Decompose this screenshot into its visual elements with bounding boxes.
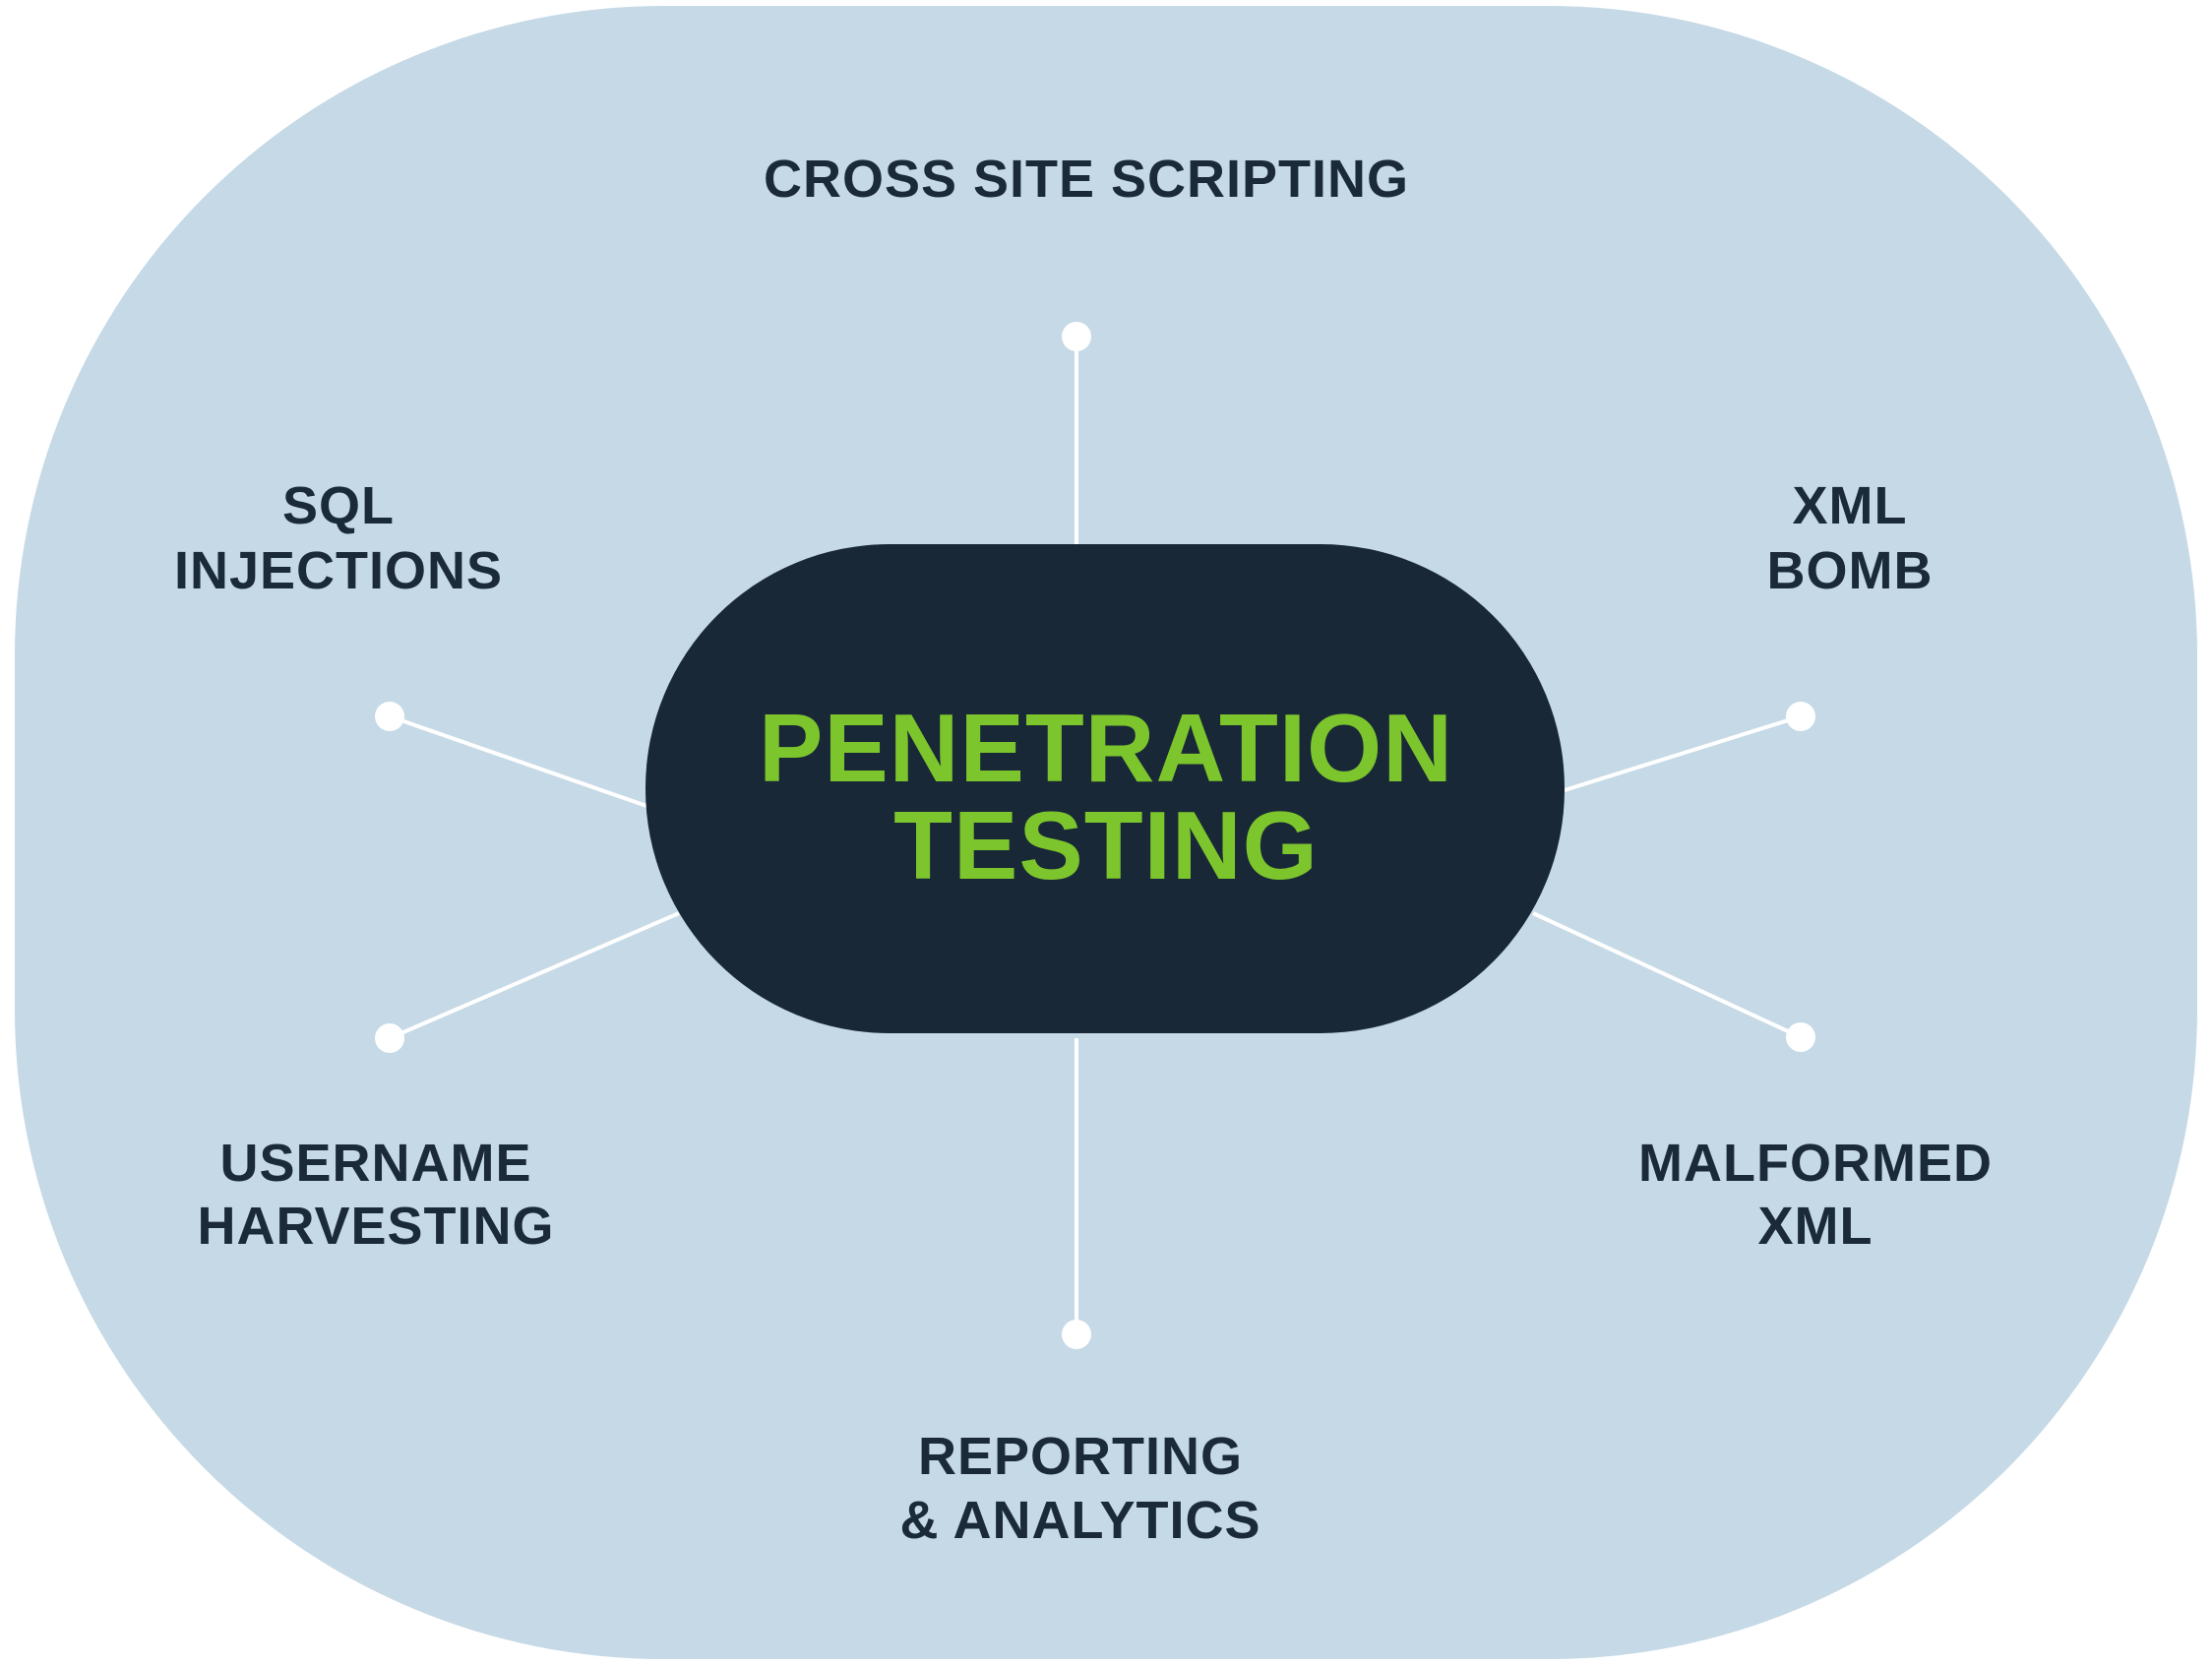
- label-username-line-1: USERNAME: [219, 1134, 531, 1193]
- node-dot-lower-left: [375, 1023, 404, 1053]
- label-sql-line-1: SQL: [282, 476, 395, 535]
- label-cross-site-scripting: CROSS SITE SCRIPTING: [764, 150, 1409, 209]
- label-reporting-line-1: REPORTING: [918, 1427, 1243, 1486]
- label-username-line-2: HARVESTING: [197, 1197, 554, 1256]
- node-dot-upper-left: [375, 702, 404, 731]
- center-title-line-1: PENETRATION: [759, 694, 1453, 802]
- label-xml-bomb-line-1: XML: [1793, 476, 1908, 535]
- node-dot-lower-right: [1786, 1022, 1815, 1052]
- label-malformed-line-2: XML: [1758, 1197, 1874, 1256]
- connector-upper-right: [1564, 714, 1802, 792]
- connector-lower-left: [389, 911, 680, 1040]
- center-title-line-2: TESTING: [893, 791, 1319, 899]
- label-malformed-line-1: MALFORMED: [1638, 1134, 1993, 1193]
- node-dot-bottom: [1062, 1320, 1091, 1349]
- label-reporting-line-2: & ANALYTICS: [899, 1491, 1260, 1550]
- node-dot-upper-right: [1786, 702, 1815, 731]
- center-pill: [645, 544, 1565, 1033]
- label-xml-bomb-line-2: BOMB: [1767, 541, 1934, 600]
- connector-lower-right: [1532, 911, 1802, 1039]
- label-sql-line-2: INJECTIONS: [174, 541, 503, 600]
- node-dot-top: [1062, 322, 1091, 351]
- connector-upper-left: [389, 714, 650, 809]
